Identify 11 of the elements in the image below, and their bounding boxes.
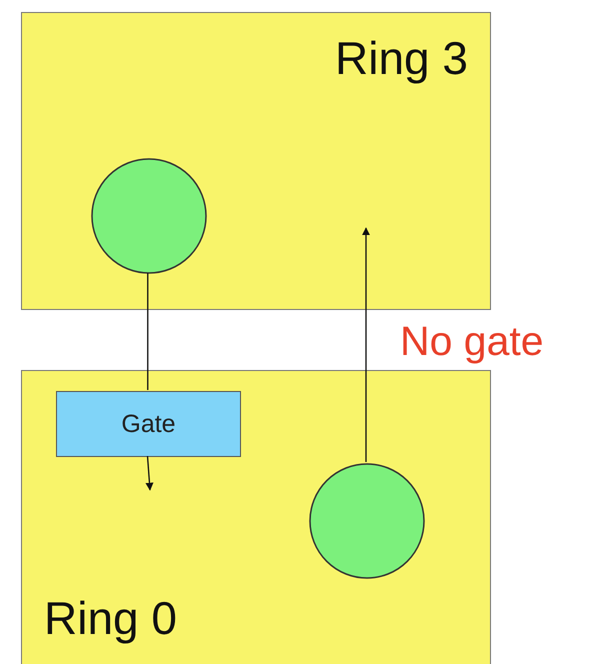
gate-label: Gate: [121, 410, 176, 438]
ring-panel: [21, 370, 491, 664]
ring-title: Ring 0: [44, 591, 177, 645]
circle-shape: [309, 463, 425, 579]
circle-shape: [91, 158, 207, 274]
ring-title: Ring 3: [335, 31, 468, 85]
gate-box: [56, 391, 241, 457]
annotation-text: No gate: [400, 318, 544, 365]
arrow: [362, 227, 370, 462]
ring-panel: [21, 12, 491, 310]
arrow: [145, 456, 154, 491]
